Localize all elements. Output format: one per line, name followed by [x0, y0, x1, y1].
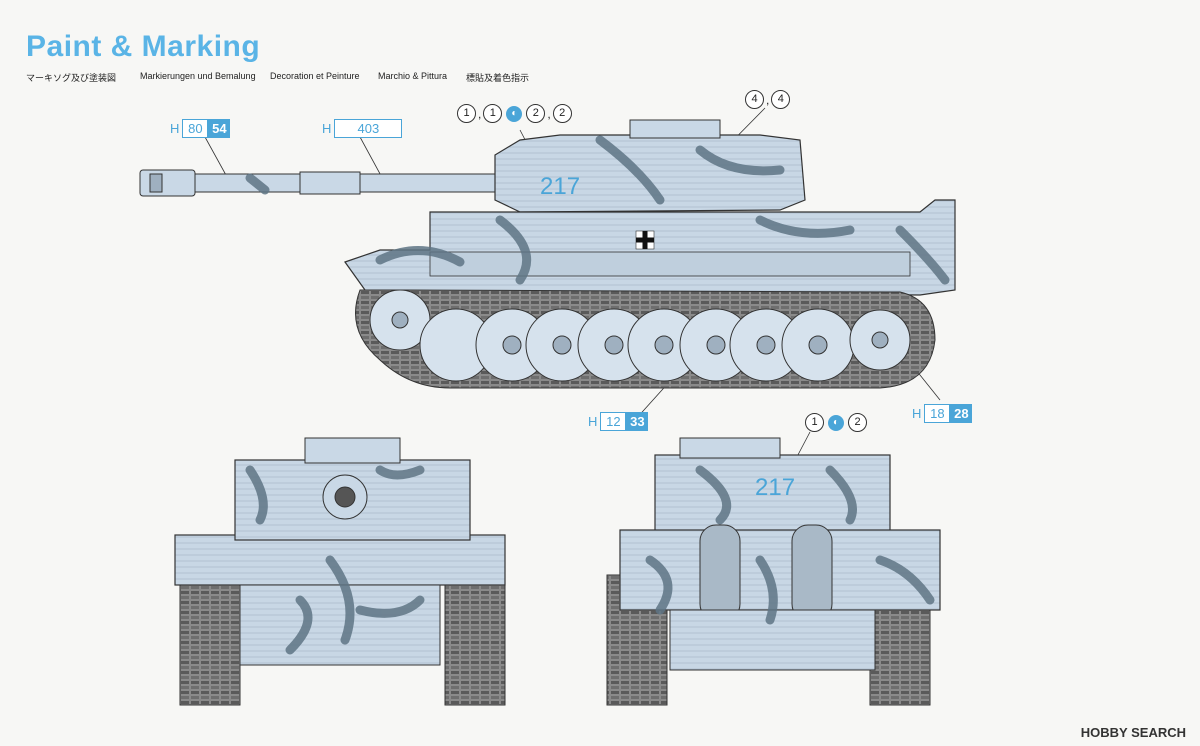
subtitle-fr: Decoration et Peinture	[270, 71, 360, 81]
subtitle-de: Markierungen und Bemalung	[140, 71, 256, 81]
turret-number-rear: 217	[755, 474, 796, 501]
side-marking-callout: 1, 1 ◐ 2, 2	[457, 104, 572, 123]
subtitle-it: Marchio & Pittura	[378, 71, 448, 81]
callout-code: 403	[334, 119, 403, 138]
callout-idler: H 18 28	[912, 404, 973, 423]
marking-number: 4	[771, 90, 791, 109]
callout-code: 18	[924, 404, 951, 423]
callout-h: H	[322, 121, 332, 136]
marking-number: 1	[483, 104, 503, 123]
callout-h: H	[170, 121, 180, 136]
marking-number: 2	[552, 104, 572, 123]
front-view	[174, 437, 506, 706]
subtitle-jp: マーキソグ及び塗装図	[26, 73, 117, 83]
cross-marking-callout: 4, 4	[745, 90, 791, 109]
marking-number: 1	[457, 104, 476, 123]
marking-number: 2	[526, 104, 546, 123]
watermark: HOBBY SEARCH	[1080, 725, 1186, 740]
marking-number: 4	[745, 90, 764, 109]
subtitle-cn: 標貼及着色指示	[466, 73, 530, 83]
decal-icon: ◐	[828, 414, 844, 431]
turret-number-side: 217	[540, 173, 581, 200]
callout-code: 12	[600, 412, 627, 431]
callout-h: H	[588, 414, 598, 429]
callout-barrel-tip: H 80 54	[170, 119, 231, 138]
side-view	[139, 119, 956, 389]
callout-barrel: H 403	[322, 119, 403, 138]
marking-number: 2	[848, 413, 867, 432]
callout-wheels: H 12 33	[588, 412, 649, 431]
callout-code-alt: 33	[626, 412, 649, 431]
callout-code-alt: 54	[208, 119, 231, 138]
rear-marking-callout: 1 ◐ 2	[805, 413, 867, 432]
decal-icon: ◐	[506, 105, 523, 122]
callout-h: H	[912, 406, 922, 421]
callout-code-alt: 28	[950, 404, 973, 423]
callout-code: 80	[182, 119, 209, 138]
marking-number: 1	[805, 413, 824, 432]
page-title: Paint & Marking	[26, 30, 261, 63]
rear-view	[606, 437, 941, 706]
